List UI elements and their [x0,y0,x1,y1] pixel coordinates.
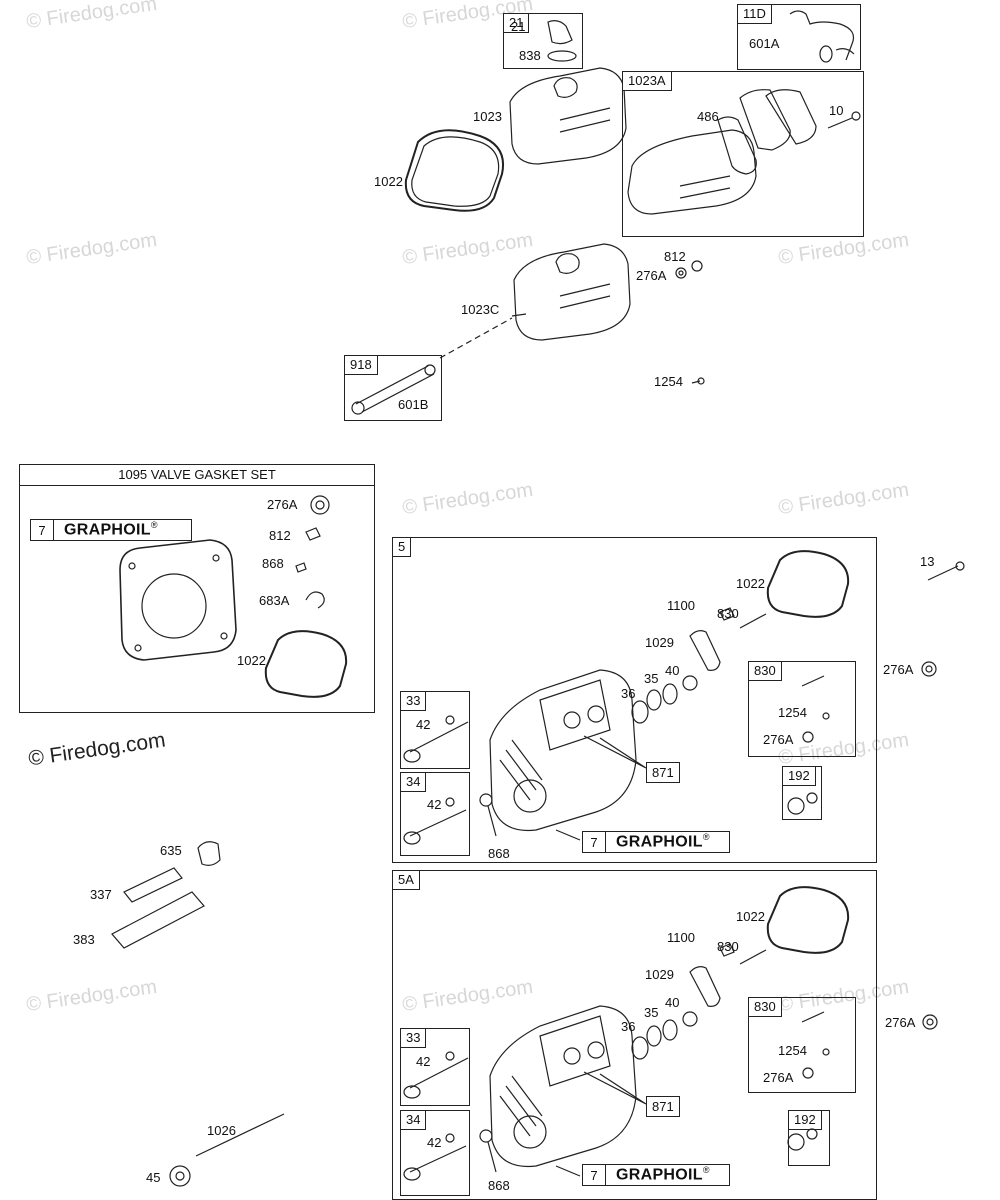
label-42: 42 [416,717,431,732]
label-276a: 276A [763,1070,794,1085]
box-918-tag: 918 [345,356,378,376]
label-830: 830 [717,939,739,954]
label-838: 838 [519,48,541,63]
box-11d: 11D [737,4,861,70]
box-830: 830 [748,997,856,1093]
section-5a-tag: 5A [393,871,420,891]
box-34-tag: 34 [401,1111,427,1131]
graphoil-label: 7 GRAPHOIL® [30,519,192,541]
graphoil-text: GRAPHOIL [616,833,703,851]
label-1254: 1254 [778,1043,807,1058]
box-918: 918 [344,355,442,421]
registered-mark: ® [702,1165,710,1176]
kit-title: 1095 VALVE GASKET SET [20,465,374,486]
label-683a: 683A [259,593,290,608]
label-337: 337 [90,887,112,902]
label-21: 21 [511,19,526,34]
label-1022: 1022 [736,576,765,591]
label-1023: 1023 [473,109,502,124]
box-33: 33 [400,691,470,769]
label-1100: 1100 [667,930,695,945]
label-1026: 1026 [207,1123,236,1138]
label-486: 486 [697,109,719,124]
box-1023a: 1023A [622,71,864,237]
label-276a: 276A [885,1015,916,1030]
label-1254: 1254 [778,705,807,720]
graphoil-label: 7 GRAPHOIL® [582,1164,730,1186]
label-812: 812 [269,528,291,543]
label-871: 871 [646,1096,680,1117]
label-601a: 601A [749,36,780,51]
label-830: 830 [717,606,739,621]
box-11d-tag: 11D [738,5,772,25]
label-812: 812 [664,249,686,264]
label-13: 13 [920,554,935,569]
label-868: 868 [262,556,284,571]
box-33: 33 [400,1028,470,1106]
label-35: 35 [644,671,659,686]
label-1022: 1022 [237,653,266,668]
label-1022: 1022 [736,909,765,924]
label-40: 40 [665,663,680,678]
box-33-tag: 33 [401,1029,427,1049]
label-35: 35 [644,1005,659,1020]
registered-mark: ® [150,520,158,531]
graphoil-text: GRAPHOIL [616,1166,703,1184]
label-36: 36 [621,1019,636,1034]
label-36: 36 [621,686,636,701]
label-45: 45 [146,1170,161,1185]
label-601b: 601B [398,397,429,412]
label-1029: 1029 [645,967,674,982]
label-1254: 1254 [654,374,683,389]
label-1029: 1029 [645,635,674,650]
label-868: 868 [488,1178,510,1193]
box-21-tag: 21 [504,14,530,34]
label-40: 40 [665,995,680,1010]
box-192-tag: 192 [783,767,816,787]
graphoil-text: GRAPHOIL [64,521,151,539]
box-33-tag: 33 [401,692,427,712]
graphoil-number: 7 [583,832,606,852]
label-42: 42 [427,1135,442,1150]
box-830-tag: 830 [749,662,782,682]
graphoil-number: 7 [31,520,54,540]
graphoil-label: 7 GRAPHOIL® [582,831,730,853]
label-42: 42 [416,1054,431,1069]
valve-gasket-set-kit: 1095 VALVE GASKET SET 7 GRAPHOIL® [19,464,375,713]
label-42: 42 [427,797,442,812]
registered-mark: ® [702,832,710,843]
box-830: 830 [748,661,856,757]
box-192-tag: 192 [789,1111,822,1131]
section-5: 5 [392,537,877,863]
graphoil-number: 7 [583,1165,606,1185]
label-1100: 1100 [667,598,695,613]
label-871: 871 [646,762,680,783]
label-10: 10 [829,103,844,118]
label-276a: 276A [883,662,914,677]
box-34: 34 [400,1110,470,1196]
label-868: 868 [488,846,510,861]
section-5-tag: 5 [393,538,412,558]
label-635: 635 [160,843,182,858]
label-276a: 276A [763,732,794,747]
box-21: 21 [503,13,583,69]
label-1023c: 1023C [461,302,500,317]
label-276a: 276A [636,268,667,283]
label-383: 383 [73,932,95,947]
box-192: 192 [788,1110,830,1166]
box-34-tag: 34 [401,773,427,793]
box-34: 34 [400,772,470,856]
box-830-tag: 830 [749,998,782,1018]
label-276a: 276A [267,497,298,512]
label-1022: 1022 [374,174,403,189]
box-192: 192 [782,766,822,820]
box-1023a-tag: 1023A [623,72,672,92]
